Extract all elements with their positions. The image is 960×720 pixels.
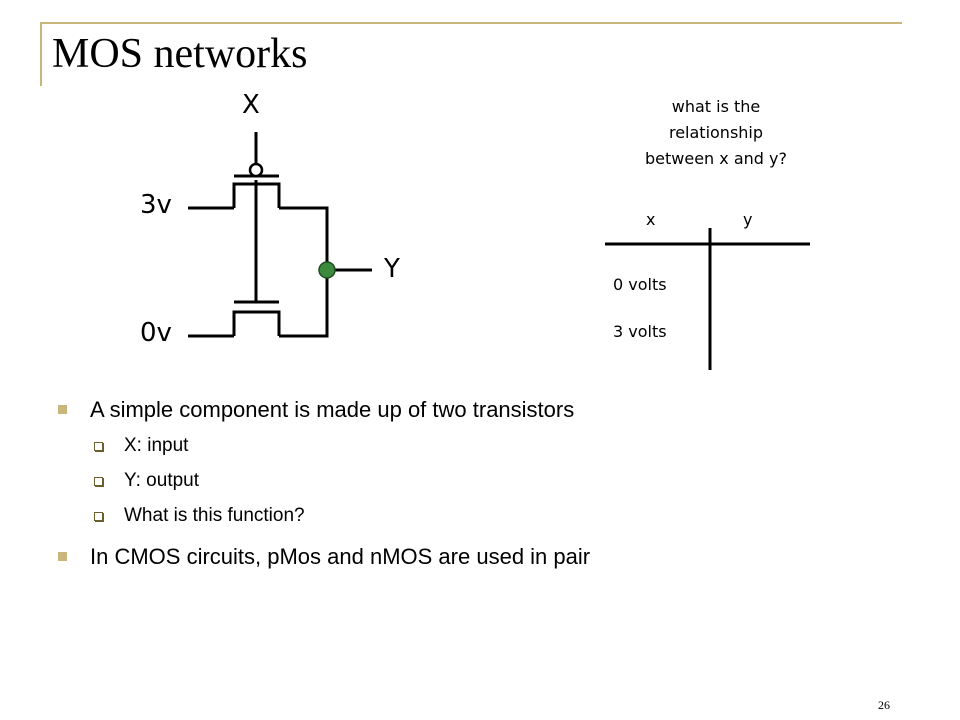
output-node [318, 261, 336, 279]
pmos-bubble [248, 162, 264, 178]
input-label-x: X [242, 90, 260, 120]
slide-frame-top [40, 22, 902, 24]
relationship-question: what is the relationship between x and y… [600, 94, 832, 172]
slide-number: 26 [878, 698, 890, 712]
sub-bullet-text: X: input [124, 435, 189, 456]
table-row-x: 0 volts [613, 275, 667, 294]
supply-3v-label: 3v [140, 190, 172, 220]
sub-bullet-item: What is this function? [58, 498, 918, 533]
nmos-channel [232, 310, 281, 336]
question-line: what is the [671, 97, 761, 116]
sub-bullet-text: Y: output [124, 470, 200, 491]
sub-bullet-item: X: input [58, 428, 918, 463]
bullet-list: A simple component is made up of two tra… [58, 392, 918, 575]
slide-title: MOS networks [52, 31, 308, 77]
question-line: relationship [668, 123, 764, 142]
question-line: between x and y? [645, 149, 787, 168]
bullet-item: A simple component is made up of two tra… [58, 392, 918, 428]
sub-bullet-item: Y: output [58, 463, 918, 498]
square-bullet-icon [94, 442, 103, 451]
slide-frame-left [40, 22, 42, 86]
supply-0v-label: 0v [140, 318, 172, 348]
output-label-y: Y [384, 254, 400, 284]
table-header-y: y [743, 210, 753, 229]
table-row-x: 3 volts [613, 322, 667, 341]
bullet-item: In CMOS circuits, pMos and nMOS are used… [58, 539, 918, 575]
square-bullet-icon [94, 477, 103, 486]
square-bullet-icon [94, 512, 103, 521]
sub-bullet-text: What is this function? [124, 505, 305, 526]
table-header-x: x [646, 210, 656, 229]
